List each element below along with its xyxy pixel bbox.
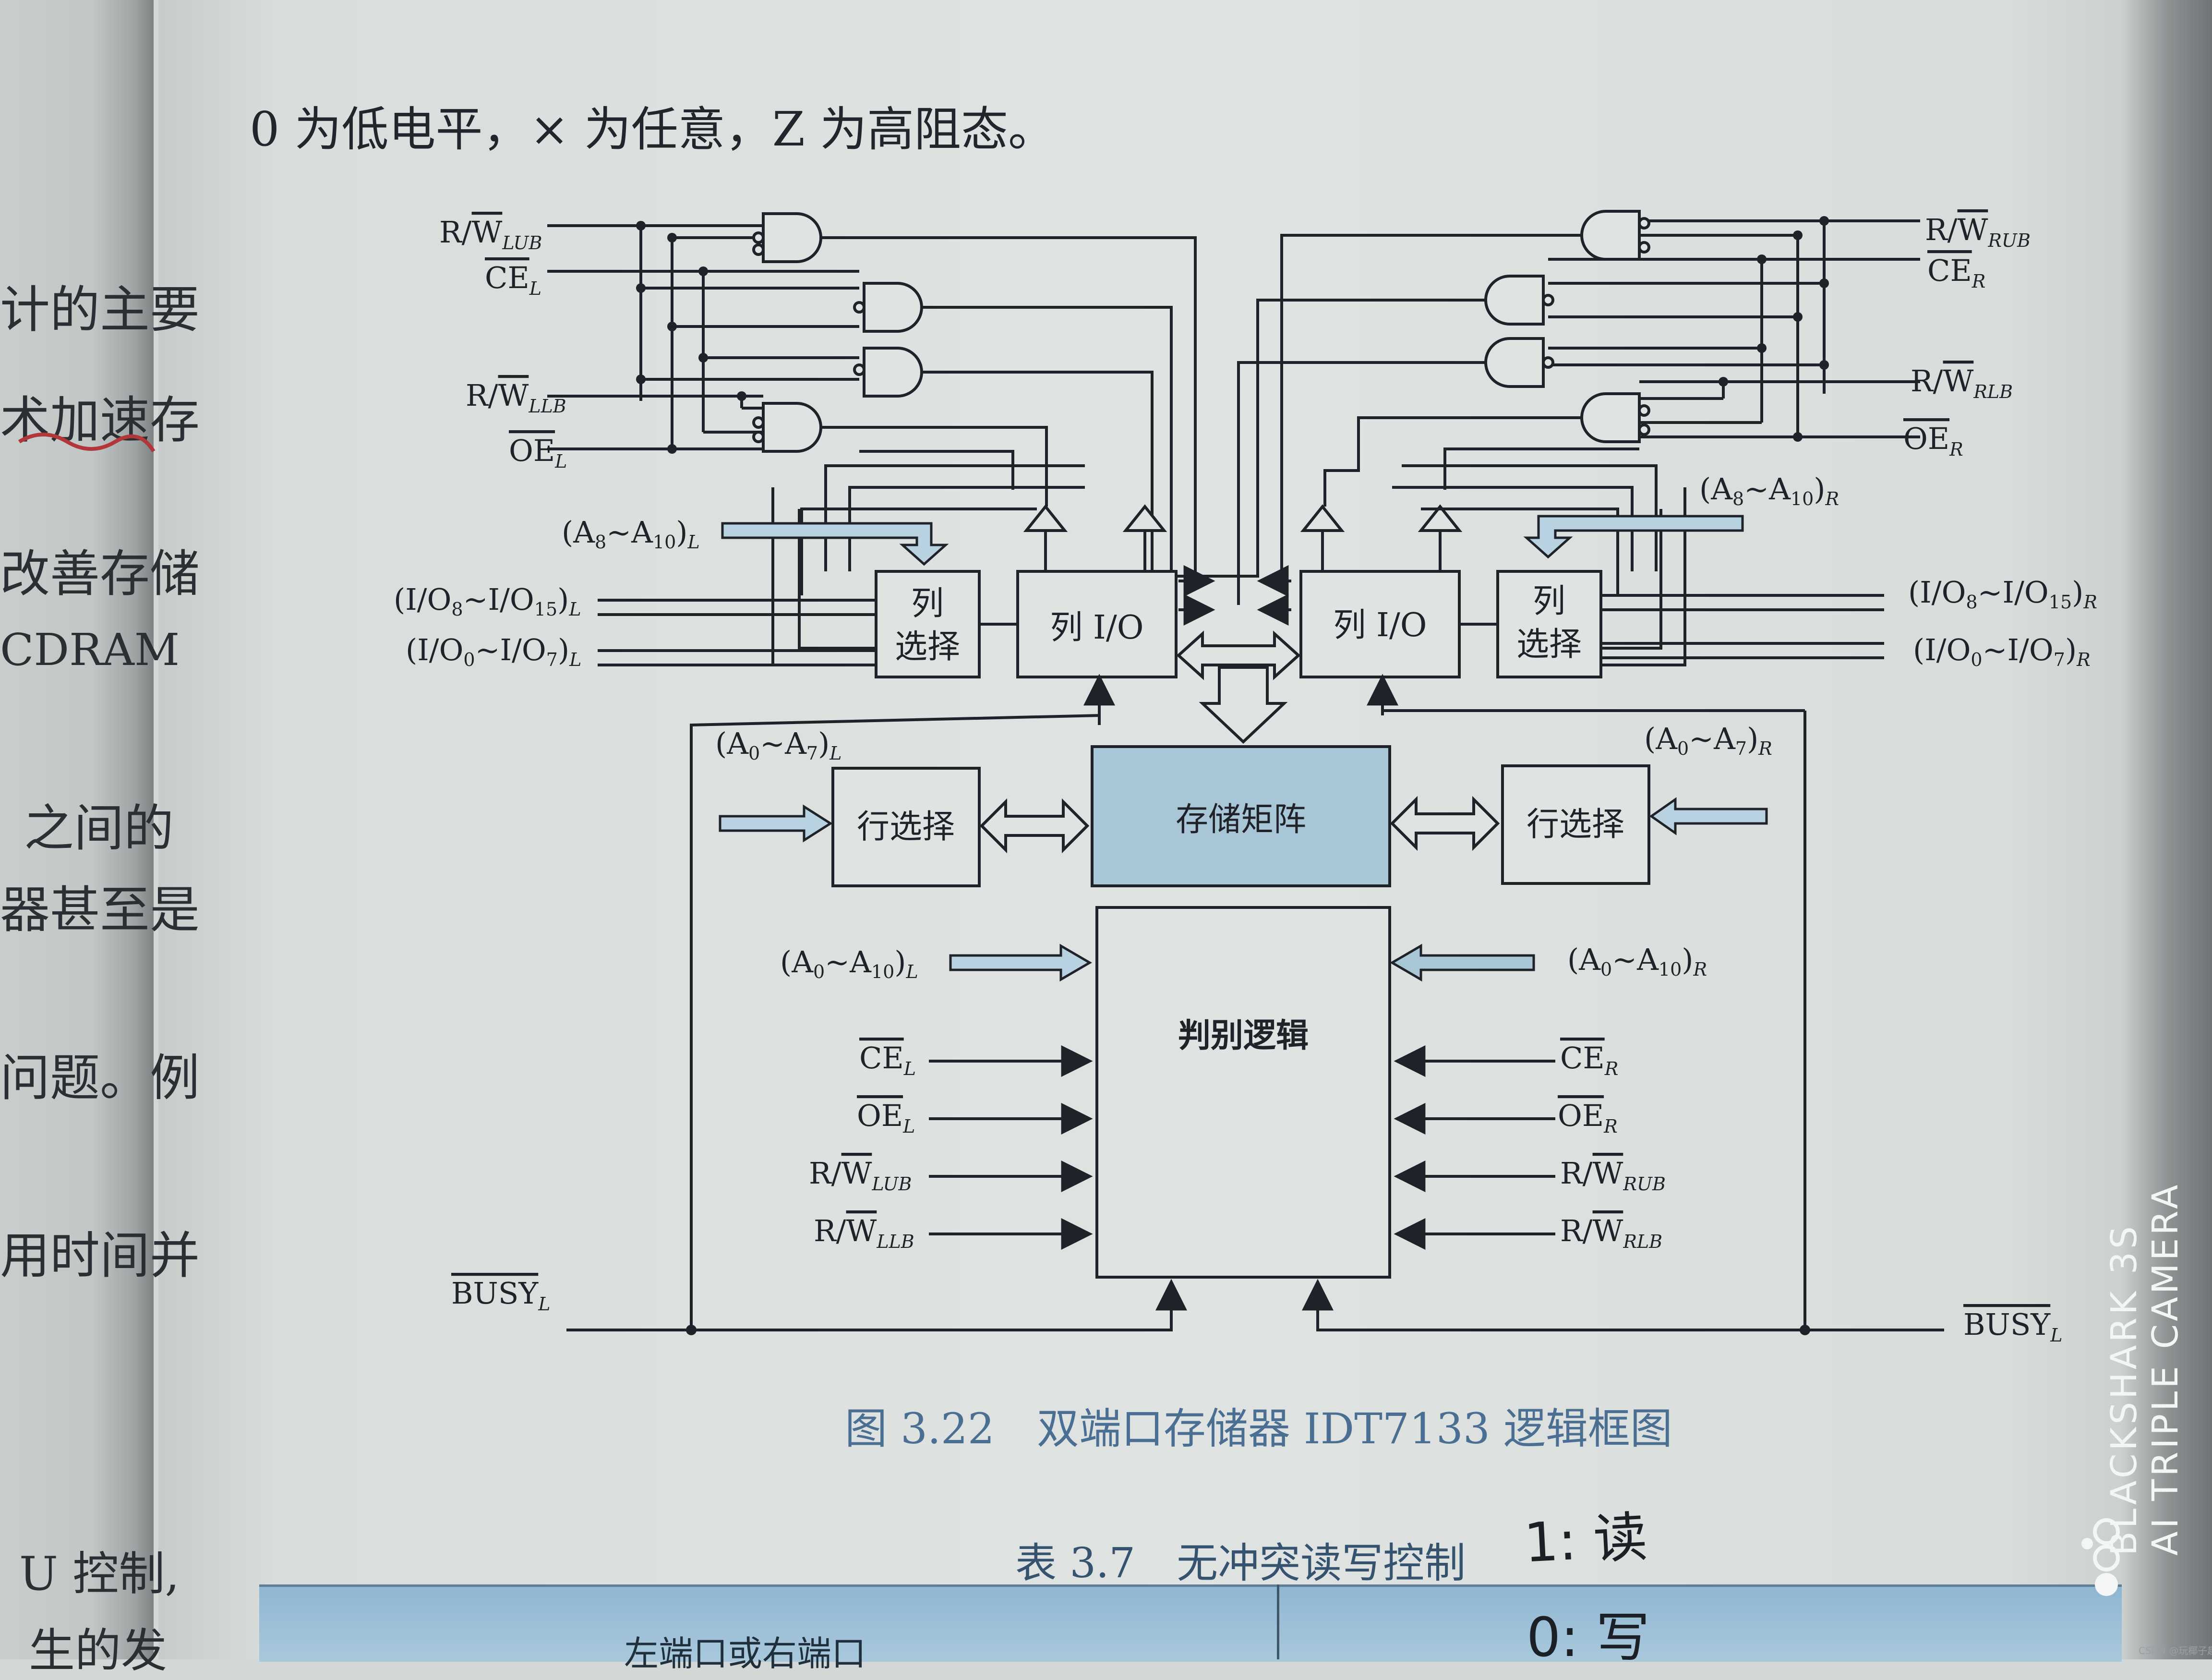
- spine-fragment: 用时间并: [0, 1226, 200, 1285]
- label-oe-r-logic: OER: [1558, 1098, 1618, 1137]
- label-rw-rlb-logic: R/WRLB: [1560, 1213, 1662, 1252]
- label-rw-lub-logic: R/WLUB: [809, 1156, 912, 1195]
- label-oe-r: OER: [1903, 421, 1963, 460]
- table-header-cell: 左端口或右端口: [624, 1633, 866, 1674]
- label-io8-15-r: (I/O8~I/O15)R: [1908, 575, 2097, 613]
- watermark-brand: BLACKSHARK 3S: [2104, 1223, 2145, 1556]
- label-a0-a10-l: (A0~A10)L: [780, 944, 918, 982]
- label-a8-a10-l: (A8~A10)L: [562, 515, 700, 553]
- col-select-left-line1: 列: [911, 585, 944, 623]
- label-io0-7-l: (I/O0~I/O7)L: [406, 632, 581, 670]
- arbitration-logic-label: 判别逻辑: [1178, 1016, 1309, 1055]
- row-select-left-label: 行选择: [857, 808, 955, 846]
- table-title: 表 3.7 无冲突读写控制: [1015, 1539, 1466, 1587]
- label-ce-l-logic: CEL: [859, 1040, 916, 1079]
- col-io-right-label: 列 I/O: [1333, 606, 1427, 644]
- label-busy-l: BUSYL: [451, 1276, 550, 1315]
- label-a8-a10-r: (A8~A10)R: [1699, 471, 1839, 509]
- label-a0-a7-r: (A0~A7)R: [1644, 721, 1772, 759]
- label-rw-llb: R/WLLB: [466, 378, 566, 417]
- label-io0-7-r: (I/O0~I/O7)R: [1913, 632, 2091, 670]
- page-edge-shadow: [2122, 0, 2212, 1659]
- handwritten-note-write: 0: 写: [1527, 1607, 1650, 1669]
- spine-fragment: 术加速存: [0, 391, 200, 449]
- spine-fragment: 问题。例: [0, 1049, 200, 1107]
- storage-matrix-label: 存储矩阵: [1176, 801, 1306, 839]
- label-rw-lub: R/WLUB: [439, 215, 542, 254]
- spine-fragment: 器甚至是: [0, 881, 200, 939]
- label-oe-l: OEL: [509, 433, 567, 472]
- label-a0-a10-r: (A0~A10)R: [1567, 942, 1707, 980]
- spine-fragment: 计的主要: [0, 280, 200, 339]
- spine-fragment: CDRAM: [0, 624, 180, 676]
- camera-lens-icon: [2081, 1518, 2120, 1596]
- table-column-divider: [1277, 1584, 1279, 1659]
- col-select-right-line2: 选择: [1516, 626, 1582, 664]
- label-a0-a7-l: (A0~A7)L: [715, 726, 842, 764]
- handwritten-note-read: 1: 读: [1522, 1506, 1649, 1575]
- csdn-credit: CSDN @玩椰子趣: [2139, 1645, 2212, 1656]
- col-select-left-line2: 选择: [895, 628, 960, 666]
- spine-fragment: 生的发: [29, 1624, 167, 1678]
- spine-fragment: 之间的: [24, 799, 174, 858]
- red-underline-scribble: [18, 433, 156, 453]
- col-io-left-label: 列 I/O: [1050, 609, 1143, 647]
- idt7133-block-diagram: R/WLUB CEL R/WLLB OEL (A8~A10)L (I/O8~I/…: [394, 210, 2097, 1346]
- spine-fragment: U 控制,: [19, 1547, 180, 1601]
- label-ce-l: CEL: [485, 260, 541, 299]
- row-select-right-label: 行选择: [1527, 806, 1624, 844]
- label-io8-15-l: (I/O8~I/O15)L: [394, 582, 581, 620]
- label-rw-rub: R/WRUB: [1925, 212, 2031, 251]
- label-rw-llb-logic: R/WLLB: [814, 1213, 914, 1252]
- label-rw-rlb: R/WRLB: [1911, 363, 2013, 402]
- label-busy-r: BUSYL: [1963, 1307, 2062, 1346]
- watermark-line2: AI TRIPLE CAMERA: [2145, 1182, 2186, 1556]
- table-header-band: [259, 1584, 2122, 1662]
- label-ce-r-logic: CER: [1560, 1040, 1618, 1079]
- spine-fragment: 改善存储: [0, 544, 200, 603]
- col-select-right-line1: 列: [1533, 582, 1565, 620]
- camera-watermark: BLACKSHARK 3S AI TRIPLE CAMERA: [2104, 1182, 2186, 1556]
- top-note-text: 0 为低电平，× 为任意，Z 为高阻态。: [250, 102, 1056, 157]
- label-oe-l-logic: OEL: [857, 1098, 915, 1137]
- label-rw-rub-logic: R/WRUB: [1560, 1156, 1666, 1195]
- facing-page-spine: [0, 0, 154, 1659]
- figure-caption: 图 3.22 双端口存储器 IDT7133 逻辑框图: [845, 1404, 1672, 1453]
- label-ce-r: CER: [1927, 253, 1985, 292]
